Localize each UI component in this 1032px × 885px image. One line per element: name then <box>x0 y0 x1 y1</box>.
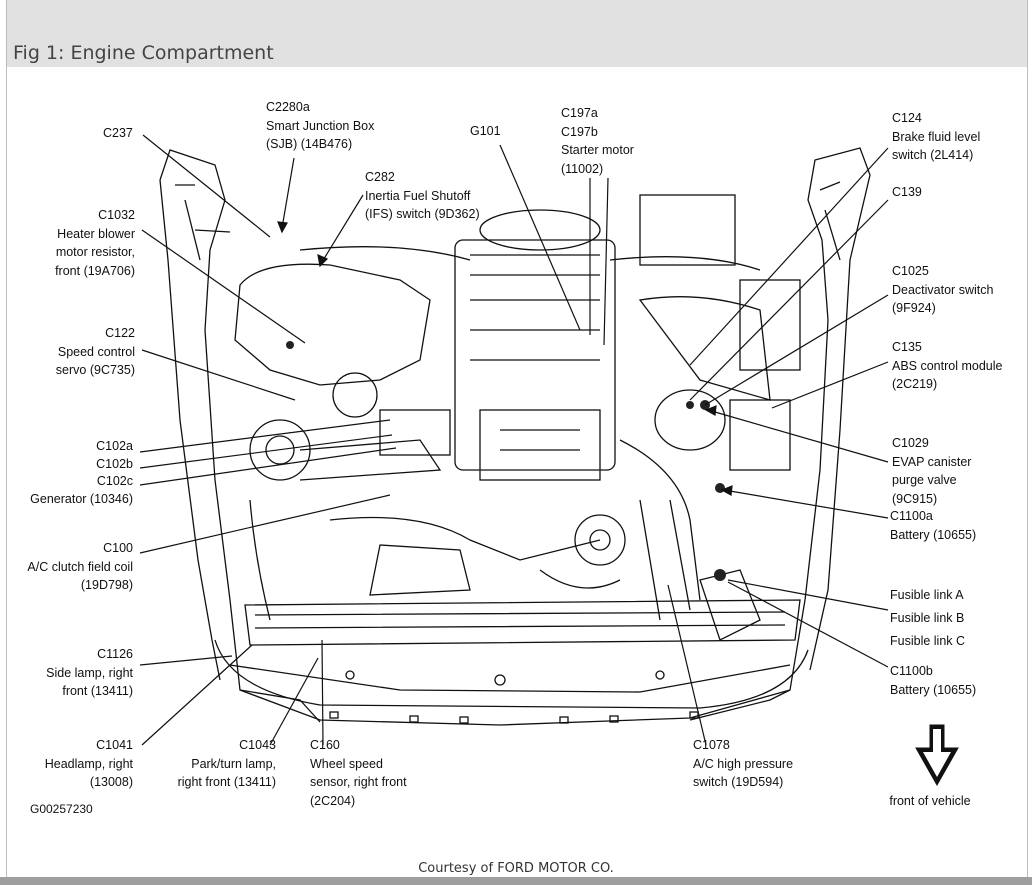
footer-bar <box>0 877 1032 885</box>
title-bar <box>7 0 1027 67</box>
label-g101: G101 <box>470 124 501 138</box>
figure-id: G00257230 <box>30 802 93 816</box>
figure-title: Fig 1: Engine Compartment <box>13 42 274 64</box>
credit-line: Courtesy of FORD MOTOR CO. <box>418 861 614 876</box>
figure-frame <box>6 0 1028 885</box>
label-c139: C139 <box>892 185 922 199</box>
front-of-vehicle-label: front of vehicle <box>889 794 971 808</box>
label-c237: C237 <box>103 126 133 140</box>
